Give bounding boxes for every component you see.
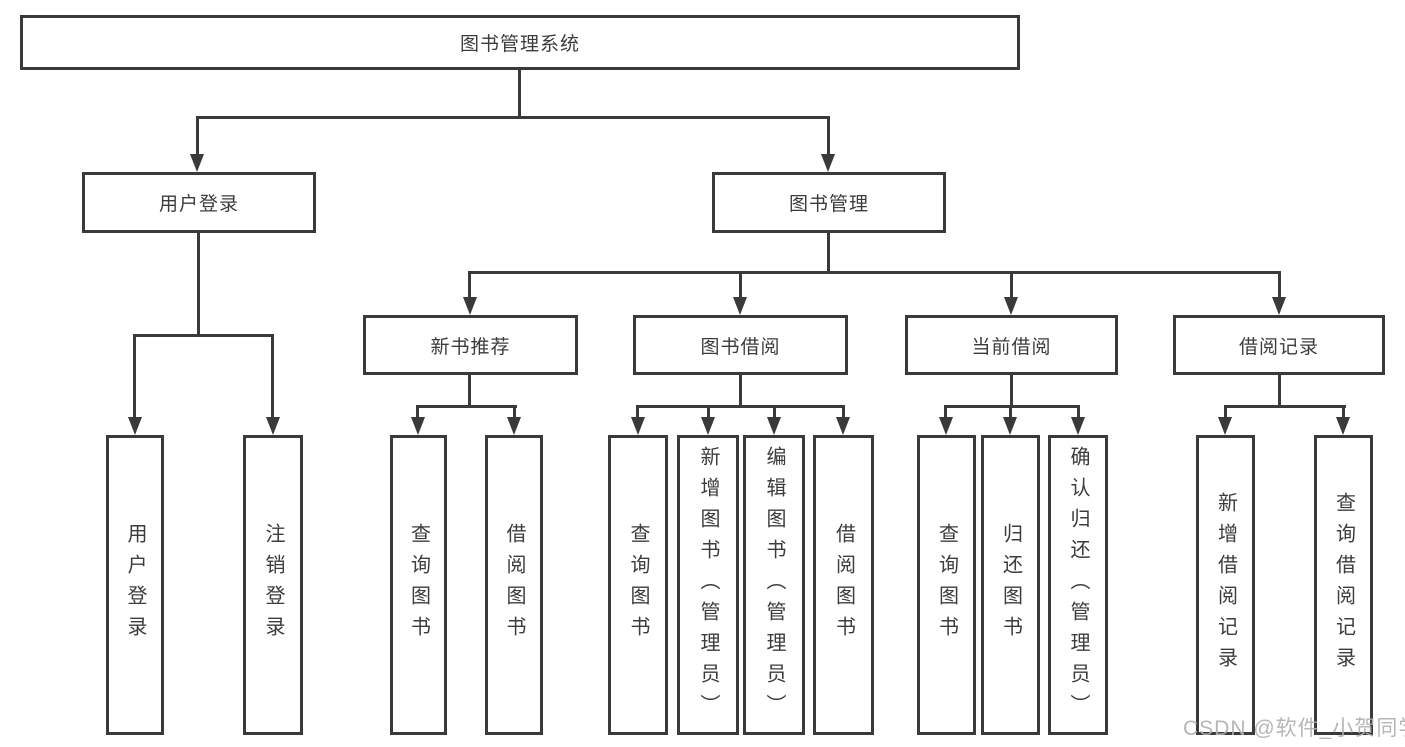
connector-user-login-bus: [133, 334, 274, 337]
connector-root-stem: [518, 70, 521, 118]
leaf-br-add-record-label: 新增借阅记录: [1214, 492, 1237, 678]
node-book-borrow-label: 图书借阅: [700, 336, 781, 358]
arrow-down-br-query: [1336, 417, 1350, 435]
arrow-down-cb-confirm: [1071, 417, 1085, 435]
connector-drop-bb-query: [636, 405, 639, 421]
connector-new-book-rec-bus: [416, 405, 517, 408]
arrow-down-cb-query: [939, 417, 953, 435]
connector-drop-bb-borrow: [842, 405, 845, 421]
connector-drop-leaf-user-login: [133, 334, 136, 420]
connector-drop-borrow-record: [1278, 271, 1281, 299]
node-book-mgmt-label: 图书管理: [788, 194, 869, 215]
node-root: 图书管理系统: [20, 15, 1020, 70]
leaf-rec-borrow-books-label: 借阅图书: [503, 523, 525, 647]
connector-drop-user-login: [196, 116, 199, 158]
leaf-rec-query-books: 查询图书: [390, 435, 447, 735]
leaf-rec-borrow-books: 借阅图书: [485, 435, 543, 735]
arrow-down-rec-borrow: [507, 417, 521, 435]
leaf-bb-query-books: 查询图书: [608, 435, 668, 735]
connector-drop-cb-query: [944, 405, 947, 421]
arrow-down-bb-edit: [767, 417, 781, 435]
connector-drop-cb-return: [1009, 405, 1012, 421]
connector-drop-cb-confirm: [1077, 405, 1080, 421]
node-current-borrow-label: 当前借阅: [971, 336, 1052, 358]
arrow-down-book-mgmt: [821, 154, 835, 172]
connector-new-book-rec-stem: [468, 375, 471, 408]
leaf-bb-query-books-label: 查询图书: [627, 523, 649, 647]
connector-user-login-stem: [197, 233, 200, 337]
leaf-br-query-record-label: 查询借阅记录: [1332, 492, 1355, 678]
leaf-rec-query-books-label: 查询图书: [407, 523, 430, 647]
leaf-br-query-record: 查询借阅记录: [1314, 435, 1373, 735]
leaf-user-login-label: 用户登录: [124, 523, 146, 647]
leaf-bb-edit-books-label: 编辑图书（管理员）: [763, 445, 785, 725]
arrow-down-leaf-logout: [266, 417, 280, 435]
node-book-borrow: 图书借阅: [633, 315, 848, 375]
leaf-user-login: 用户登录: [106, 435, 164, 735]
connector-book-borrow-bus: [636, 405, 845, 408]
connector-current-borrow-bus: [944, 405, 1080, 408]
arrow-down-leaf-user-login: [128, 417, 142, 435]
connector-drop-leaf-logout: [271, 334, 274, 420]
arrow-down-br-add: [1218, 417, 1232, 435]
arrow-down-current-borrow: [1004, 297, 1018, 315]
arrow-down-bb-query: [631, 417, 645, 435]
leaf-bb-borrow-books-label: 借阅图书: [832, 523, 855, 647]
connector-drop-bb-edit: [773, 405, 776, 421]
arrow-down-bb-borrow: [836, 417, 850, 435]
leaf-cb-confirm-return-label: 确认归还（管理员）: [1067, 445, 1089, 725]
node-borrow-record: 借阅记录: [1173, 315, 1385, 375]
connector-root-bus: [196, 116, 830, 119]
arrow-down-user-login: [190, 154, 204, 172]
arrow-down-book-borrow: [733, 297, 747, 315]
node-user-login-label: 用户登录: [158, 194, 239, 215]
leaf-cb-return-books: 归还图书: [981, 435, 1040, 735]
node-book-mgmt: 图书管理: [712, 172, 946, 233]
arrow-down-new-book-rec: [463, 297, 477, 315]
leaf-bb-add-books-label: 新增图书（管理员）: [697, 445, 719, 725]
csdn-watermark: CSDN @软件_小贺同学: [1183, 717, 1405, 740]
connector-drop-current-borrow: [1010, 271, 1013, 299]
node-new-book-rec: 新书推荐: [363, 315, 578, 375]
node-root-label: 图书管理系统: [459, 34, 580, 55]
connector-drop-rec-borrow: [513, 405, 516, 421]
connector-drop-br-add: [1224, 405, 1227, 421]
connector-book-mgmt-bus: [468, 271, 1281, 274]
node-user-login: 用户登录: [82, 172, 316, 233]
arrow-down-rec-query: [411, 417, 425, 435]
leaf-br-add-record: 新增借阅记录: [1196, 435, 1255, 735]
node-current-borrow: 当前借阅: [905, 315, 1118, 375]
leaf-logout: 注销登录: [243, 435, 303, 735]
connector-book-borrow-stem: [739, 375, 742, 408]
connector-book-mgmt-stem: [827, 233, 830, 273]
leaf-cb-query-books-label: 查询图书: [935, 523, 958, 647]
leaf-bb-add-books: 新增图书（管理员）: [677, 435, 739, 735]
connector-drop-book-borrow: [739, 271, 742, 299]
leaf-bb-borrow-books: 借阅图书: [813, 435, 874, 735]
leaf-bb-edit-books: 编辑图书（管理员）: [743, 435, 805, 735]
leaf-cb-return-books-label: 归还图书: [999, 523, 1022, 647]
node-borrow-record-label: 借阅记录: [1238, 336, 1319, 358]
arrow-down-borrow-record: [1272, 297, 1286, 315]
leaf-logout-label: 注销登录: [262, 523, 284, 647]
connector-drop-book-mgmt: [827, 116, 830, 158]
arrow-down-cb-return: [1003, 417, 1017, 435]
leaf-cb-confirm-return: 确认归还（管理员）: [1048, 435, 1108, 735]
node-new-book-rec-label: 新书推荐: [430, 336, 511, 358]
connector-borrow-record-bus: [1224, 405, 1346, 408]
connector-drop-rec-query: [416, 405, 419, 421]
arrow-down-bb-add: [701, 417, 715, 435]
connector-drop-new-book-rec: [468, 271, 471, 299]
connector-drop-bb-add: [707, 405, 710, 421]
leaf-cb-query-books: 查询图书: [917, 435, 976, 735]
connector-drop-br-query: [1342, 405, 1345, 421]
connector-current-borrow-stem: [1010, 375, 1013, 408]
connector-borrow-record-stem: [1278, 375, 1281, 408]
